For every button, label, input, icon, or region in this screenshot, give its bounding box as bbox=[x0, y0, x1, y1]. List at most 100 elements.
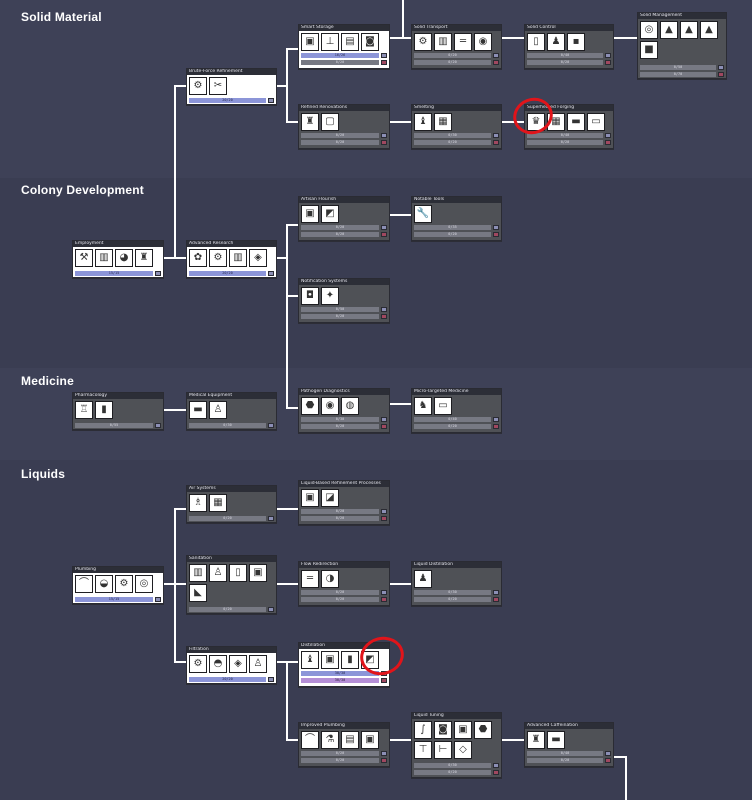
card-micro-targeted-medicine[interactable]: Micro-Targeted Medicine ♞ ▭ 0/40 0/20 bbox=[411, 388, 502, 433]
queue-button[interactable] bbox=[493, 590, 499, 595]
queue-button[interactable] bbox=[718, 65, 724, 70]
valve-icon[interactable]: ⊥ bbox=[321, 33, 339, 51]
card-superheated-forging[interactable]: Superheated Forging ♛ ▦ ▬ ▭ 0/40 0/20 bbox=[524, 104, 614, 149]
liquid-valve-icon[interactable]: ⚙ bbox=[115, 575, 133, 593]
queue-button-secondary[interactable] bbox=[493, 770, 499, 775]
purifier-icon[interactable]: ◈ bbox=[229, 655, 247, 673]
filter-icon[interactable]: ♟ bbox=[547, 33, 565, 51]
queue-button-secondary[interactable] bbox=[381, 424, 387, 429]
espresso-machine-icon[interactable]: ♜ bbox=[527, 731, 545, 749]
apothecary-icon[interactable]: ♖ bbox=[75, 401, 93, 419]
bottle-emptier-icon[interactable]: ⚗ bbox=[321, 731, 339, 749]
soda-fountain-icon[interactable]: ▬ bbox=[547, 731, 565, 749]
queue-button[interactable] bbox=[155, 423, 161, 428]
queue-button[interactable] bbox=[493, 763, 499, 768]
metal-refinery-icon[interactable]: ▭ bbox=[587, 113, 605, 131]
totem-icon[interactable]: ♜ bbox=[135, 249, 153, 267]
shipping-rail-icon[interactable]: ◎ bbox=[640, 21, 658, 39]
card-filtration[interactable]: Filtration ⚙ ◓ ◈ ♙ 20/20 bbox=[186, 646, 277, 684]
suit-icon[interactable]: ◕ bbox=[115, 249, 133, 267]
virtual-planetarium-icon[interactable]: ◈ bbox=[249, 249, 267, 267]
queue-button[interactable] bbox=[268, 423, 274, 428]
desk-icon[interactable]: ▥ bbox=[95, 249, 113, 267]
liquid-vent-icon[interactable]: ◎ bbox=[135, 575, 153, 593]
queue-button-secondary[interactable] bbox=[381, 314, 387, 319]
card-pharmacology[interactable]: Pharmacology ♖ ▮ 0/55 bbox=[72, 392, 164, 430]
conveyor-rail-icon[interactable]: ═ bbox=[454, 33, 472, 51]
metal-tile-icon[interactable]: ▦ bbox=[434, 113, 452, 131]
refinery-icon[interactable]: ✂ bbox=[209, 77, 227, 95]
card-air-systems[interactable]: Air Systems ♗ ▦ 0/20 bbox=[186, 485, 277, 523]
queue-button[interactable] bbox=[268, 271, 274, 276]
green-triangle-icon[interactable]: ▲ bbox=[680, 21, 698, 39]
water-sieve-icon[interactable]: ♗ bbox=[189, 494, 207, 512]
telescope-icon[interactable]: ⚙ bbox=[209, 249, 227, 267]
queue-button-secondary[interactable] bbox=[381, 678, 387, 683]
oil-refinery-icon[interactable]: ▣ bbox=[301, 489, 319, 507]
pipe-splitter-icon[interactable]: ◇ bbox=[454, 741, 472, 759]
card-medical-equipment[interactable]: Medical Equipment ▬ ♙ 0/30 bbox=[186, 392, 277, 430]
med-table-icon[interactable]: ▭ bbox=[434, 397, 452, 415]
queue-button-secondary[interactable] bbox=[381, 232, 387, 237]
sick-bay-icon[interactable]: ♞ bbox=[414, 397, 432, 415]
green-triangle-icon[interactable]: ▲ bbox=[660, 21, 678, 39]
queue-button[interactable] bbox=[155, 271, 161, 276]
loader-icon[interactable]: ▥ bbox=[434, 33, 452, 51]
forge-tile-icon[interactable]: ▦ bbox=[547, 113, 565, 131]
decontamination-icon[interactable]: ▣ bbox=[249, 564, 267, 582]
receptacle-icon[interactable]: ◉ bbox=[474, 33, 492, 51]
queue-button-secondary[interactable] bbox=[493, 60, 499, 65]
distillery-icon[interactable]: ♝ bbox=[301, 651, 319, 669]
queue-button[interactable] bbox=[605, 133, 611, 138]
meter-icon[interactable]: ▯ bbox=[527, 33, 545, 51]
fertilizer-maker-icon[interactable]: ◪ bbox=[321, 489, 339, 507]
lavatory-icon[interactable]: ▥ bbox=[189, 564, 207, 582]
queue-button-secondary[interactable] bbox=[381, 60, 387, 65]
research-station-icon[interactable]: ✿ bbox=[189, 249, 207, 267]
storage-bin-icon[interactable]: ▤ bbox=[341, 33, 359, 51]
pill-icon[interactable]: ▮ bbox=[95, 401, 113, 419]
canvas-icon[interactable]: ◩ bbox=[321, 205, 339, 223]
pipe-junction-icon[interactable]: ⊢ bbox=[434, 741, 452, 759]
mechanical-surfboard-icon[interactable]: ═ bbox=[301, 570, 319, 588]
queue-button[interactable] bbox=[381, 509, 387, 514]
card-liquid-distillation[interactable]: Liquid Distillation ♟ 0/30 0/20 bbox=[411, 561, 502, 606]
queue-button[interactable] bbox=[493, 225, 499, 230]
orange-block-icon[interactable]: ■ bbox=[640, 41, 658, 59]
card-smart-storage[interactable]: Smart Storage ▣ ⊥ ▤ ◙ 16/26 0/20 bbox=[298, 24, 390, 69]
card-advanced-caffeination[interactable]: Advanced Caffeination ♜ ▬ 0/40 0/20 bbox=[524, 722, 614, 767]
liquid-filter-icon[interactable]: ◓ bbox=[209, 655, 227, 673]
card-brute-force-refinement[interactable]: Brute-Force Refinement ⚙ ✂ 20/20 bbox=[186, 68, 277, 105]
queue-button-secondary[interactable] bbox=[493, 140, 499, 145]
card-smelting[interactable]: Smelting ♝ ▦ 0/30 0/20 bbox=[411, 104, 502, 149]
window-tile-icon[interactable]: ▢ bbox=[321, 113, 339, 131]
med-cot-icon[interactable]: ▬ bbox=[189, 401, 207, 419]
queue-button[interactable] bbox=[381, 590, 387, 595]
card-refined-renovations[interactable]: Refined Renovations ♜ ▢ 0/20 0/20 bbox=[298, 104, 390, 149]
liquid-bridge-icon[interactable]: ◑ bbox=[321, 570, 339, 588]
super-computer-icon[interactable]: ▥ bbox=[229, 249, 247, 267]
queue-button[interactable] bbox=[605, 751, 611, 756]
queue-button[interactable] bbox=[493, 53, 499, 58]
conveyor-loader-icon[interactable]: ▣ bbox=[301, 33, 319, 51]
card-liquid-tuning[interactable]: Liquid Tuning ∫ ◙ ▣ ⬣ ⊤ ⊢ ◇ 0/30 0/20 bbox=[411, 712, 502, 778]
queue-button[interactable] bbox=[381, 417, 387, 422]
queue-button[interactable] bbox=[268, 98, 274, 103]
robot-icon[interactable]: ◙ bbox=[361, 33, 379, 51]
card-improved-plumbing[interactable]: Improved Plumbing ⌒ ⚗ ▤ ▣ 0/20 0/20 bbox=[298, 722, 390, 767]
queue-button-secondary[interactable] bbox=[381, 516, 387, 521]
queue-button[interactable] bbox=[493, 133, 499, 138]
wash-station-icon[interactable]: ◣ bbox=[189, 584, 207, 602]
queue-button[interactable] bbox=[381, 225, 387, 230]
pipe-sensor-icon[interactable]: ◙ bbox=[434, 721, 452, 739]
queue-button[interactable] bbox=[268, 516, 274, 521]
wash-basin-icon[interactable]: ♙ bbox=[209, 401, 227, 419]
germ-sensor-icon[interactable]: ⬣ bbox=[301, 397, 319, 415]
pipe-bridge-icon[interactable]: ⊤ bbox=[414, 741, 432, 759]
queue-button[interactable] bbox=[268, 607, 274, 612]
queue-button-secondary[interactable] bbox=[493, 424, 499, 429]
card-sanitation[interactable]: Sanitation ▥ ♙ ▯ ▣ ◣ 0/20 bbox=[186, 555, 277, 614]
card-pathogen-diagnostics[interactable]: Pathogen Diagnostics ⬣ ◉ ◍ 0/30 0/20 bbox=[298, 388, 390, 433]
liquid-pump-icon[interactable]: ◒ bbox=[95, 575, 113, 593]
insulated-pipe-icon[interactable]: ⌒ bbox=[301, 731, 319, 749]
